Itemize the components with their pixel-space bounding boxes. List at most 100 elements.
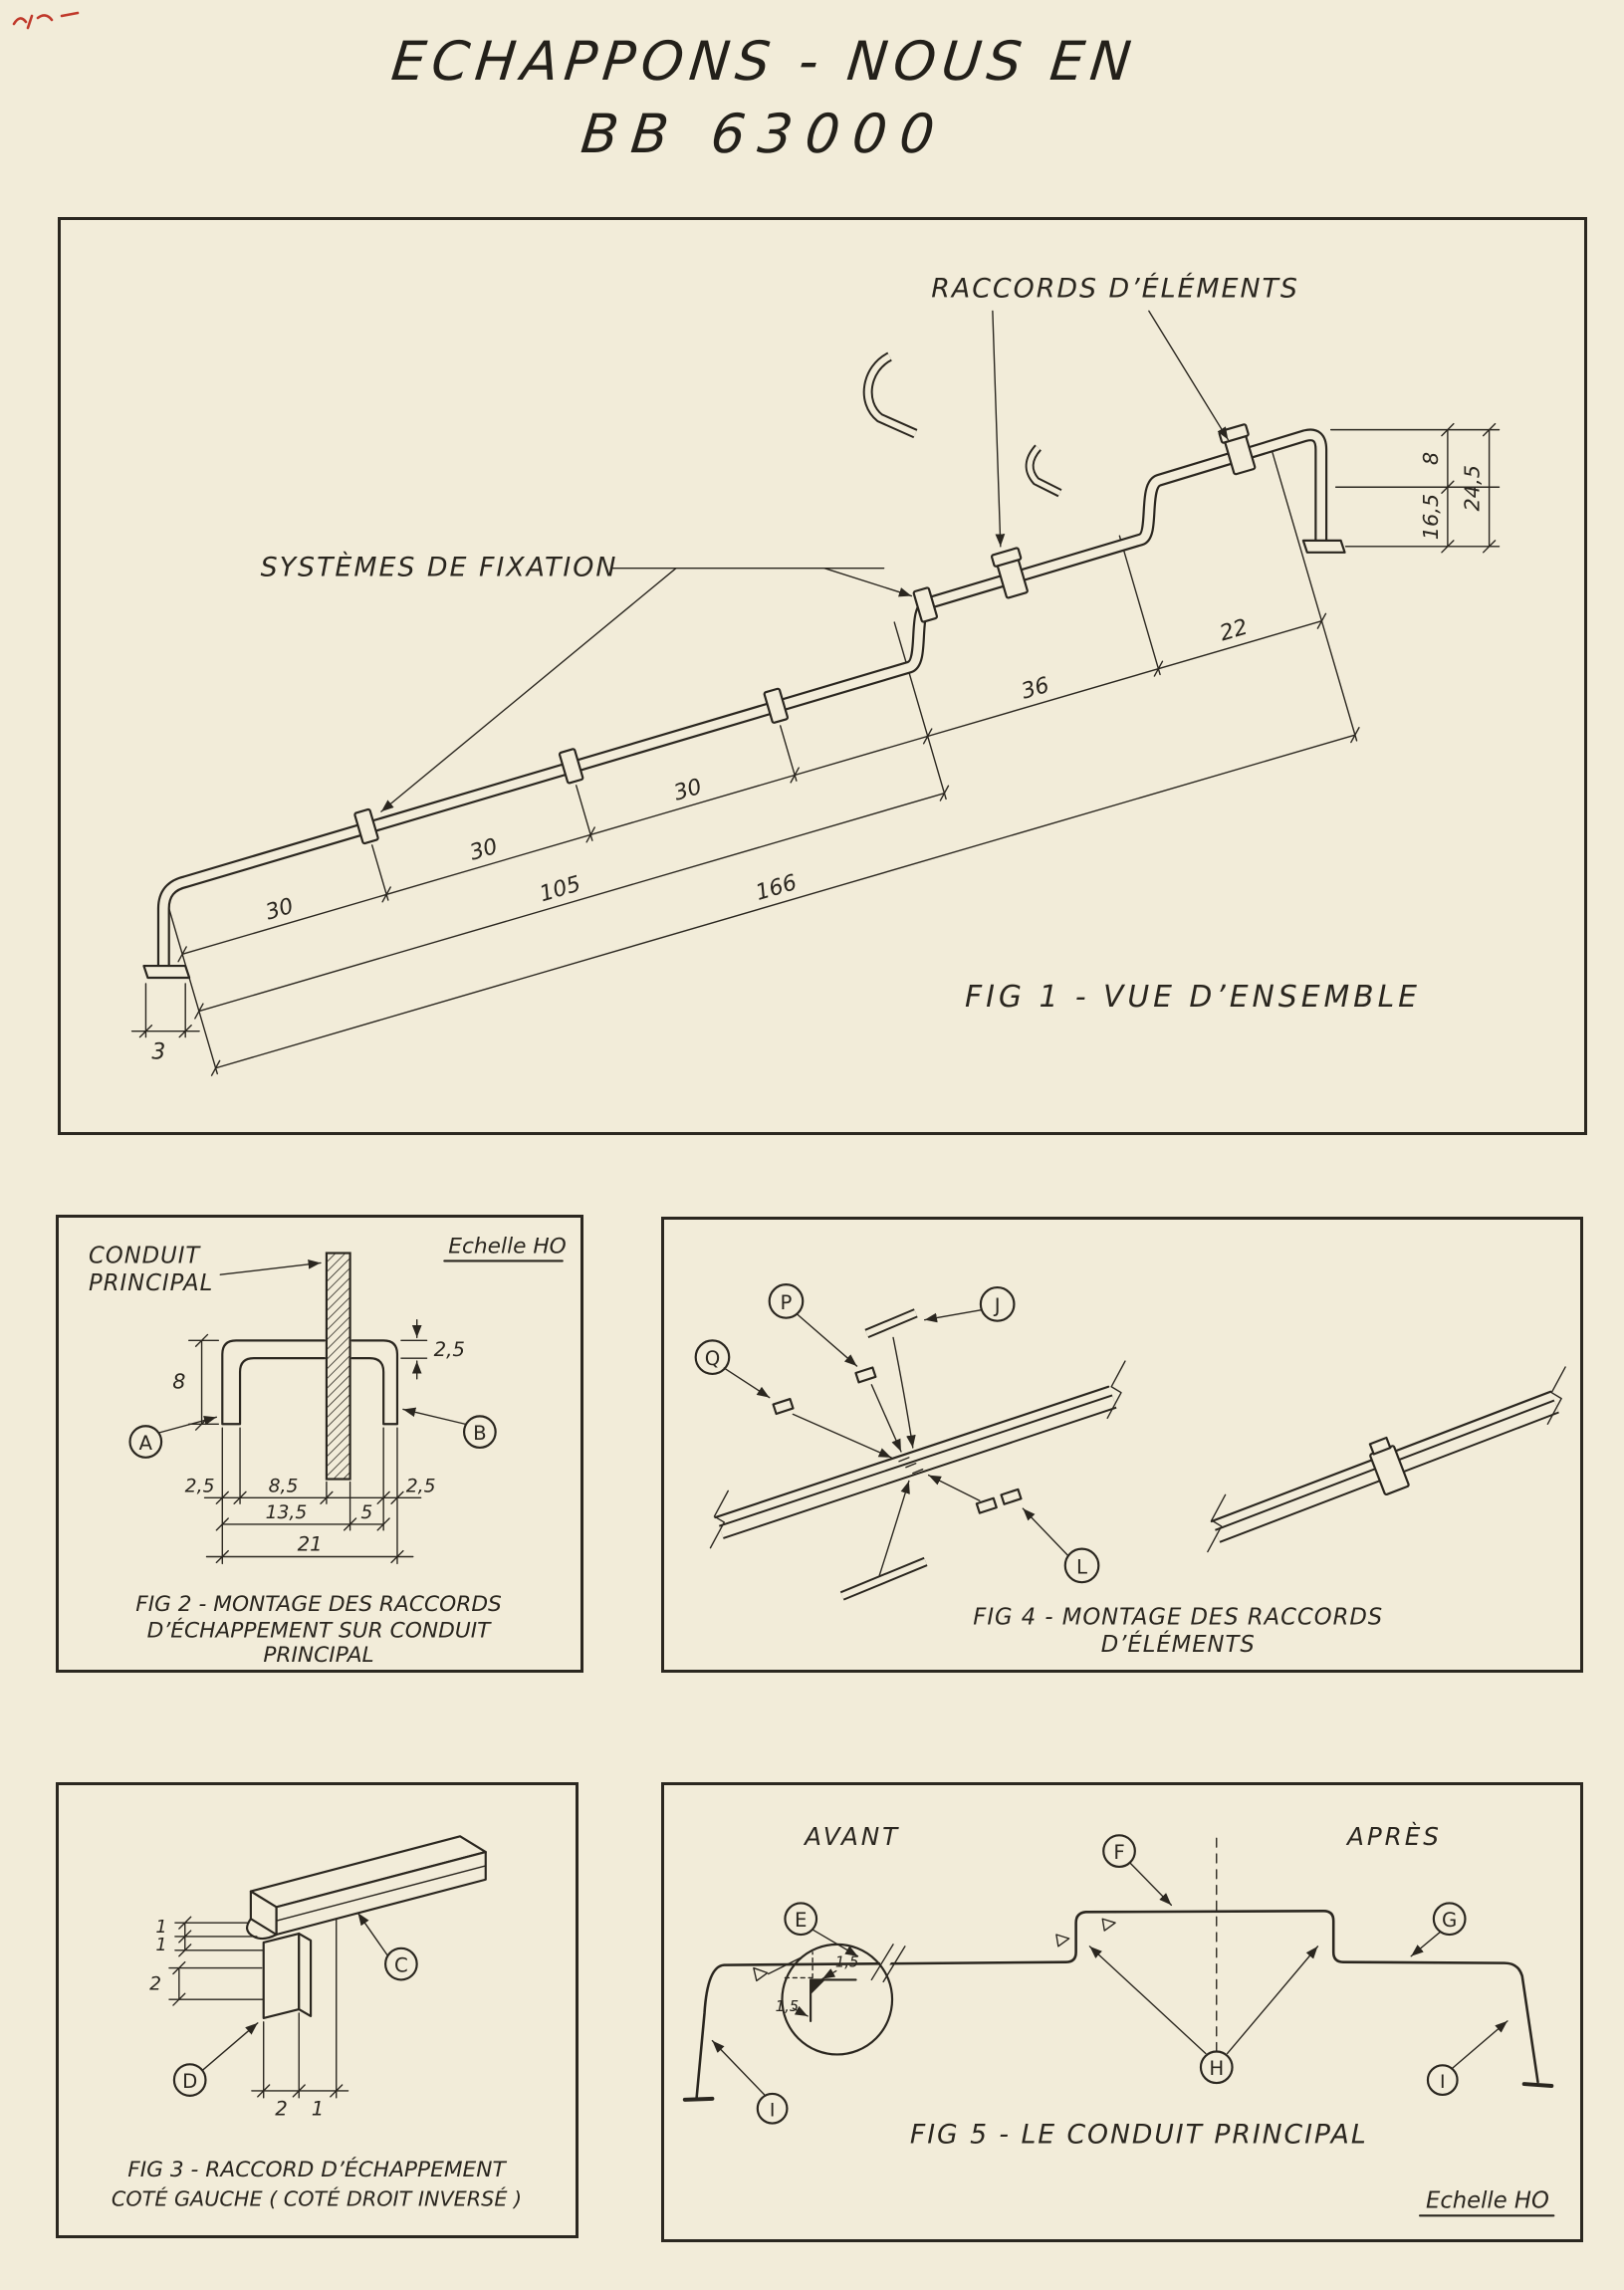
fig1-fixation-label: SYSTÈMES DE FIXATION (261, 552, 618, 583)
fig4-letter-j: J (993, 1294, 1001, 1317)
figure-2-panel: CONDUIT PRINCIPAL Echelle HO 8 2,5 (56, 1215, 583, 1673)
fig2-conduit-arrow (219, 1260, 322, 1275)
fig1-left-foot (142, 965, 191, 980)
fig1-dim-24-5: 24,5 (1461, 465, 1485, 511)
fig5-callout-i-right: I (1426, 2020, 1508, 2096)
fig1-dim-105: 105 (537, 872, 583, 908)
fig2-dim-2-5-top: 2,5 (434, 1338, 465, 1361)
fig2-height-dimension: 8 (172, 1333, 220, 1431)
fig2-dim-inner: 8,5 (269, 1476, 299, 1496)
fig5-detail-dim-top: 1,5 (835, 1954, 859, 1971)
fig1-fixation-arrows (380, 568, 913, 812)
fig5-caption: FIG 5 - LE CONDUIT PRINCIPAL (910, 2119, 1368, 2150)
fig1-fixation-clamps (353, 586, 939, 845)
figure-5-drawing: AVANT APRÈS E F (682, 1822, 1555, 2217)
fig5-callout-f: F (1102, 1834, 1173, 1907)
fig3-dim-1a: 1 (155, 1918, 166, 1938)
fig2-top-thickness-dimension: 2,5 (400, 1318, 465, 1380)
fig3-caption-line2: COTÉ GAUCHE ( COTÉ DROIT INVERSÉ ) (112, 2185, 522, 2210)
fig5-conduit-profile (682, 1837, 1554, 2102)
fig1-right-foot (1301, 539, 1346, 554)
fig1-dim-22: 22 (1217, 615, 1251, 647)
fig2-letter-a: A (139, 1432, 153, 1455)
fig2-dim-21: 21 (298, 1533, 323, 1556)
fig2-scale-label: Echelle HO (448, 1235, 566, 1260)
fig4-caption-line1: FIG 4 - MONTAGE DES RACCORDS (973, 1605, 1383, 1631)
fig5-letter-e: E (795, 1909, 807, 1932)
fig2-raccord-section (221, 1339, 399, 1426)
fig5-letter-f: F (1113, 1841, 1124, 1864)
fig4-callout-q: Q (694, 1339, 771, 1399)
fig1-dim-16-5: 16,5 (1419, 494, 1443, 540)
fig3-dim-1b: 1 (155, 1936, 166, 1955)
fig2-caption-line2: D’ÉCHAPPEMENT SUR CONDUIT (147, 1617, 492, 1643)
fig1-dim-8: 8 (1419, 452, 1443, 465)
fig3-dim-leg-depth: 1 (312, 2098, 325, 2121)
fig5-callout-h: H (1088, 1946, 1319, 2085)
fig2-dim-8: 8 (172, 1370, 185, 1394)
fig2-dim-right-arm: 2,5 (406, 1476, 436, 1496)
figure-4-panel: Q P J L (661, 1217, 1583, 1673)
fig5-callout-e: E (784, 1902, 859, 1957)
fig5-letter-i-right: I (1440, 2072, 1446, 2093)
fig3-callout-c: C (356, 1912, 418, 1981)
fig2-dim-left-arm: 2,5 (185, 1476, 215, 1496)
fig2-letter-b: B (473, 1422, 487, 1445)
fig4-loose-parts (772, 1308, 1023, 1601)
fig1-element-connectors (990, 423, 1257, 599)
fig1-dim-30-3: 30 (671, 775, 705, 806)
fig5-callout-g: G (1410, 1902, 1467, 1957)
fig1-foot-dimension: 3 (130, 983, 200, 1064)
fig4-exploded-rail (709, 1360, 1126, 1549)
fig1-dim-30-2: 30 (467, 834, 501, 866)
title-block: ECHAPPONS - NOUS EN BB 63000 (0, 30, 1576, 165)
fig4-assembled-rail (1207, 1366, 1566, 1553)
fig3-callout-d: D (172, 2022, 259, 2097)
fig1-raccords-label: RACCORDS D’ÉLÉMENTS (931, 272, 1299, 304)
fig3-dim-leg-width: 2 (275, 2098, 288, 2121)
fig4-letter-l: L (1076, 1555, 1087, 1578)
fig3-dim-2: 2 (149, 1973, 161, 1994)
fig5-letter-h: H (1209, 2057, 1224, 2080)
fig3-raccord-part (246, 1835, 487, 2019)
fig2-lower-dimensions: 2,5 8,5 2,5 13,5 5 21 (185, 1427, 436, 1565)
fig2-dim-5: 5 (360, 1502, 372, 1523)
fig2-caption-line3: PRINCIPAL (263, 1643, 373, 1668)
fig4-letter-q: Q (705, 1347, 721, 1370)
fig5-detail-circle: 1,5 1,5 (767, 1943, 894, 2056)
fig2-caption-line1: FIG 2 - MONTAGE DES RACCORDS (135, 1592, 502, 1617)
fig3-bottom-dimensions: 2 1 (251, 1918, 349, 2121)
fig1-dim-36: 36 (1019, 673, 1052, 705)
figure-2-drawing: CONDUIT PRINCIPAL Echelle HO 8 2,5 (89, 1235, 567, 1669)
figure-4-drawing: Q P J L (694, 1283, 1566, 1658)
fig2-main-conduit-section (325, 1252, 351, 1481)
figure-3-drawing: 1 1 2 C D 2 1 FIG (112, 1835, 522, 2210)
fig4-assembly-arrows (792, 1336, 981, 1576)
figure-1-drawing: 30 30 30 36 22 105 166 (130, 272, 1501, 1076)
fig5-after-label: APRÈS (1345, 1822, 1442, 1851)
fig5-detail-dim-side: 1,5 (776, 1998, 800, 2015)
fig4-callout-j: J (923, 1286, 1016, 1323)
fig4-callout-p: P (768, 1283, 858, 1367)
fig3-letter-d: D (182, 2070, 197, 2093)
fig3-left-dimensions: 1 1 2 (149, 1916, 265, 2006)
fig4-caption-line2: D’ÉLÉMENTS (1101, 1630, 1256, 1658)
fig5-letter-g: G (1442, 1909, 1457, 1932)
fig1-caption: FIG 1 - VUE D’ENSEMBLE (965, 980, 1421, 1015)
fig4-callout-l: L (1022, 1507, 1100, 1584)
fig1-dim-3: 3 (151, 1039, 165, 1064)
fig1-exhaust-conduit (142, 428, 1346, 980)
page-title-line1: ECHAPPONS - NOUS EN (388, 30, 1140, 93)
fig1-dim-166: 166 (753, 870, 800, 906)
fig5-callout-i-left: I (711, 2039, 789, 2125)
fig3-letter-c: C (394, 1954, 408, 1977)
figure-3-panel: 1 1 2 C D 2 1 FIG (56, 1782, 579, 2238)
fig2-conduit-label-line2: PRINCIPAL (89, 1270, 213, 1296)
fig2-dim-13-5: 13,5 (266, 1502, 308, 1523)
fig4-letter-p: P (781, 1291, 793, 1314)
fig2-conduit-label-line1: CONDUIT (89, 1243, 201, 1268)
fig1-dim-30-1: 30 (263, 894, 297, 926)
fig1-vertical-dimensions: 8 16,5 24,5 (1329, 422, 1501, 554)
fig3-caption-line1: FIG 3 - RACCORD D’ÉCHAPPEMENT (127, 2157, 507, 2182)
